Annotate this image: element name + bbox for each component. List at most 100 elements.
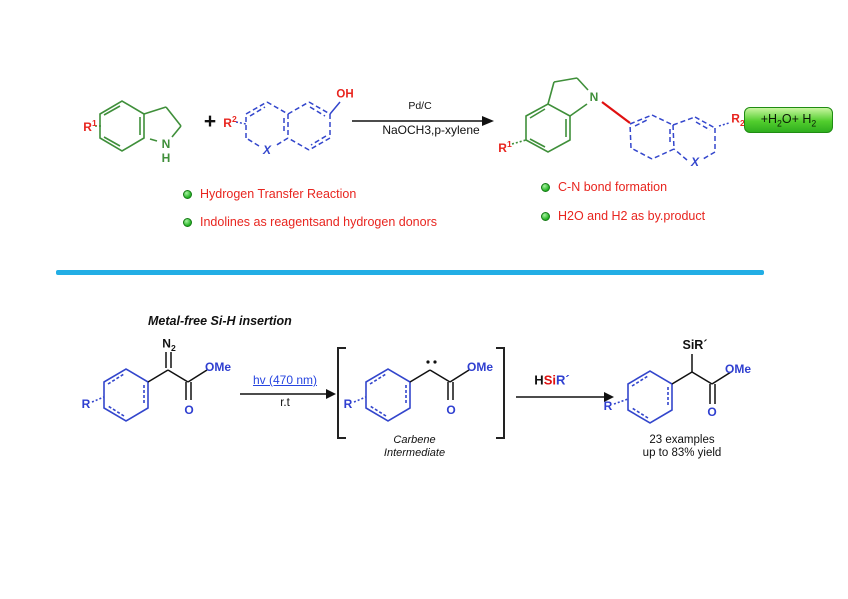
carbene-o-label: O [446, 403, 456, 417]
diazo-chain [147, 352, 208, 400]
n2-sub: 2 [170, 342, 176, 353]
carbene-lone-pair-dot [426, 360, 430, 364]
oh-bond [329, 101, 341, 115]
bullet-dot-icon [183, 190, 192, 200]
diazo-ome-label: OMe [204, 360, 232, 374]
silane-label: HSiR´ [534, 373, 569, 388]
product-r1-label: R1 [498, 140, 511, 154]
product-x-label: X [690, 155, 700, 169]
r2-base: R [223, 116, 232, 130]
r2-bond [235, 121, 247, 125]
results-text: 23 examples up to 83% yield [622, 434, 742, 460]
product-naphthalene-rings [629, 114, 716, 161]
bullet-text: Hydrogen Transfer Reaction [200, 187, 357, 201]
bullet-dot-icon [541, 183, 550, 193]
scheme-title: Metal-free Si-H insertion [148, 314, 292, 328]
product-r2-label: R2 [731, 112, 744, 127]
carbene-benzene-ring [365, 368, 411, 422]
carbene-caption-line1: Carbene [393, 434, 436, 446]
product-structure [511, 77, 730, 161]
bullet-dot-icon [183, 218, 192, 228]
indoline-structure [95, 100, 182, 152]
r2-sup: 2 [231, 114, 237, 124]
bullet-item: Hydrogen Transfer Reaction [183, 187, 357, 202]
carbene-caption: Carbene Intermediate [352, 434, 477, 459]
bullet-text: Indolines as reagentsand hydrogen donors [200, 215, 437, 229]
h-label: H [161, 151, 171, 165]
reaction-arrow-3 [516, 392, 614, 402]
x-label: X [262, 143, 272, 157]
hv-conditions-label: hv (470 nm) [252, 373, 318, 387]
rt-label: r.t [280, 397, 290, 409]
carbene-lone-pair-dot [433, 360, 437, 364]
carbene-r-label: R [343, 397, 353, 411]
product2-benzene-ring [627, 370, 673, 424]
reaction-arrow-1 [352, 116, 494, 126]
carbene-caption-line2: Intermediate [383, 446, 446, 459]
cn-bond [601, 101, 631, 124]
byproduct-t1: +H [760, 111, 778, 126]
byproduct-box: +H2O+ H2 [744, 107, 833, 133]
naphthalene-rings [245, 101, 331, 151]
product2-r-label: R [603, 399, 613, 413]
benzene-ring [99, 100, 145, 152]
solvent-label: NaOCH3,p-xylene [382, 123, 480, 137]
product2-r-bond [613, 398, 629, 405]
bullet-item: Indolines as reagentsand hydrogen donors [183, 215, 437, 230]
product-r1-sup: 1 [506, 139, 512, 149]
byproduct-text: +H2O+ H2 [761, 112, 817, 129]
product-benzene-ring [525, 103, 571, 153]
plus-sign: + [203, 110, 217, 133]
carbene-ome-label: OMe [466, 360, 494, 374]
byproduct-sub1: 2 [777, 118, 782, 129]
carbene-structure [353, 360, 470, 422]
r1-label: R1 [83, 119, 96, 133]
product-r1-base: R [498, 141, 507, 155]
n2-base: N [162, 336, 171, 351]
bullet-item: H2O and H2 as by.product [541, 209, 706, 224]
arrowhead-icon [604, 392, 614, 402]
insertion-product-structure [613, 354, 732, 424]
silane-r: R´ [555, 372, 570, 388]
arrowhead-icon [326, 389, 336, 399]
oh-label: OH [336, 88, 354, 101]
bullet-text: H2O and H2 as by.product [558, 209, 706, 223]
n-label: N [161, 137, 171, 151]
product-pyrrolidine-ring [547, 77, 589, 117]
carbene-r-bond [353, 396, 367, 403]
bracket-left [337, 347, 346, 439]
arrowhead-icon [482, 116, 494, 126]
naphthol-structure [235, 101, 341, 151]
n2-label: N2 [162, 337, 175, 352]
byproduct-sub2: 2 [811, 118, 817, 129]
product2-ome-label: OMe [724, 362, 752, 376]
r1-base: R [83, 120, 92, 134]
silane-h: H [534, 372, 544, 388]
product-r1-bond [511, 139, 527, 145]
bullet-text: C-N bond formation [558, 180, 668, 194]
carbene-chain [409, 369, 470, 400]
product-r2-base: R [731, 111, 740, 126]
diazo-structure [91, 352, 208, 422]
pyrrolidine-ring [143, 106, 182, 142]
product-r2-sub: 2 [739, 117, 745, 128]
bullet-dot-icon [541, 212, 550, 222]
bullet-item: C-N bond formation [541, 180, 668, 195]
diazo-r-label: R [81, 397, 91, 411]
results-line1: 23 examples [649, 434, 715, 446]
product-n-label: N [589, 90, 599, 104]
product2-chain [671, 354, 732, 404]
diazo-r-bond [91, 396, 105, 403]
reaction-arrow-2 [240, 389, 336, 399]
product-r2-bond [718, 122, 730, 127]
byproduct-t2: O+ H [781, 111, 812, 126]
bracket-right [496, 347, 505, 439]
catalyst-label: Pd/C [408, 100, 432, 112]
silane-si: Si [543, 372, 556, 388]
divider-line [56, 270, 764, 275]
intermediate-brackets [337, 347, 505, 439]
r2-label: R2 [223, 115, 236, 129]
product2-o-label: O [707, 405, 717, 419]
sir-label: SiR´ [682, 337, 708, 352]
